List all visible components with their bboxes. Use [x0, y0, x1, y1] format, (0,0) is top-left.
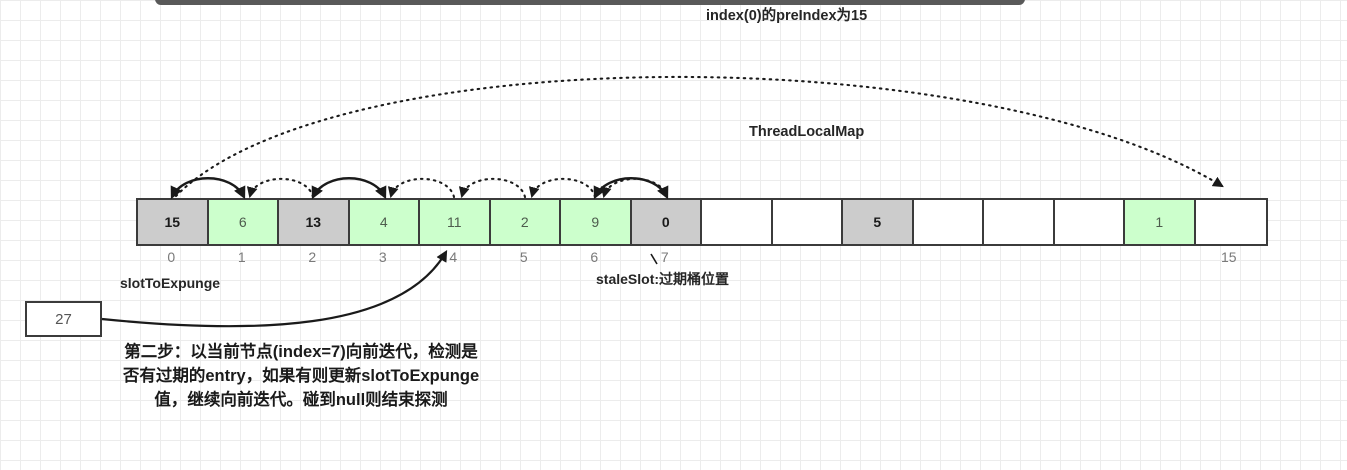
threadlocalmap-label: ThreadLocalMap — [749, 124, 865, 140]
array-index-6: 6 — [590, 249, 599, 265]
link-arc-2-3 — [311, 177, 387, 200]
array-cell-6: 9 — [561, 200, 632, 244]
hop-arc-7-to-6 — [600, 177, 669, 199]
stale-slot-label: staleSlot:过期桶位置 — [596, 271, 730, 287]
array-index-10 — [841, 249, 912, 265]
array-cell-12 — [984, 200, 1055, 244]
array-index-2: 2 — [308, 249, 317, 265]
array-cell-8 — [702, 200, 773, 244]
array-cell-13 — [1054, 200, 1125, 244]
hop-arc-2-to-1 — [246, 177, 315, 199]
array-index-4: 4 — [449, 249, 458, 265]
array-index-ruler: 0 1 2 3 4 5 6 7 15 — [136, 249, 1264, 265]
array-cell-0: 15 — [138, 200, 209, 244]
probe-arc-0-to-15 — [174, 75, 1224, 198]
array-cell-2: 13 — [279, 200, 350, 244]
array-index-1: 1 — [237, 249, 246, 265]
array-index-7: 7 — [660, 249, 669, 265]
step-description: 第二步：以当前节点(index=7)向前迭代，检测是否有过期的entry，如果有… — [122, 343, 480, 409]
link-arc-0-1 — [170, 177, 246, 200]
preindex-annotation: index(0)的preIndex为15 — [706, 8, 868, 24]
hop-arc-4-to-3 — [387, 177, 456, 199]
array-cell-3: 4 — [349, 200, 420, 244]
array-index-3: 3 — [378, 249, 387, 265]
array-cell-14: 1 — [1125, 200, 1196, 244]
array-cell-7: 0 — [631, 200, 702, 244]
array-cell-5: 2 — [490, 200, 561, 244]
array-cell-15 — [1195, 200, 1266, 244]
array-cell-1: 6 — [208, 200, 279, 244]
link-arc-6-7 — [593, 177, 669, 200]
array-cell-10: 5 — [843, 200, 914, 244]
slot-to-expunge-value-box: 27 — [25, 301, 102, 337]
array-index-8 — [700, 249, 771, 265]
array-index-9 — [771, 249, 842, 265]
array-index-13 — [1053, 249, 1124, 265]
array-index-15: 15 — [1220, 249, 1237, 265]
window-chrome-bar — [155, 0, 1025, 5]
hop-arc-6-to-5 — [528, 177, 597, 199]
hop-arc-5-to-4 — [458, 177, 527, 199]
array-index-14 — [1123, 249, 1194, 265]
array-cell-11 — [913, 200, 984, 244]
array-index-11 — [912, 249, 983, 265]
array-index-5: 5 — [519, 249, 528, 265]
array-cell-4: 11 — [420, 200, 491, 244]
array-index-12 — [982, 249, 1053, 265]
slot-to-expunge-label: slotToExpunge — [120, 275, 221, 291]
array-index-0: 0 — [167, 249, 176, 265]
array-cell-9 — [772, 200, 843, 244]
